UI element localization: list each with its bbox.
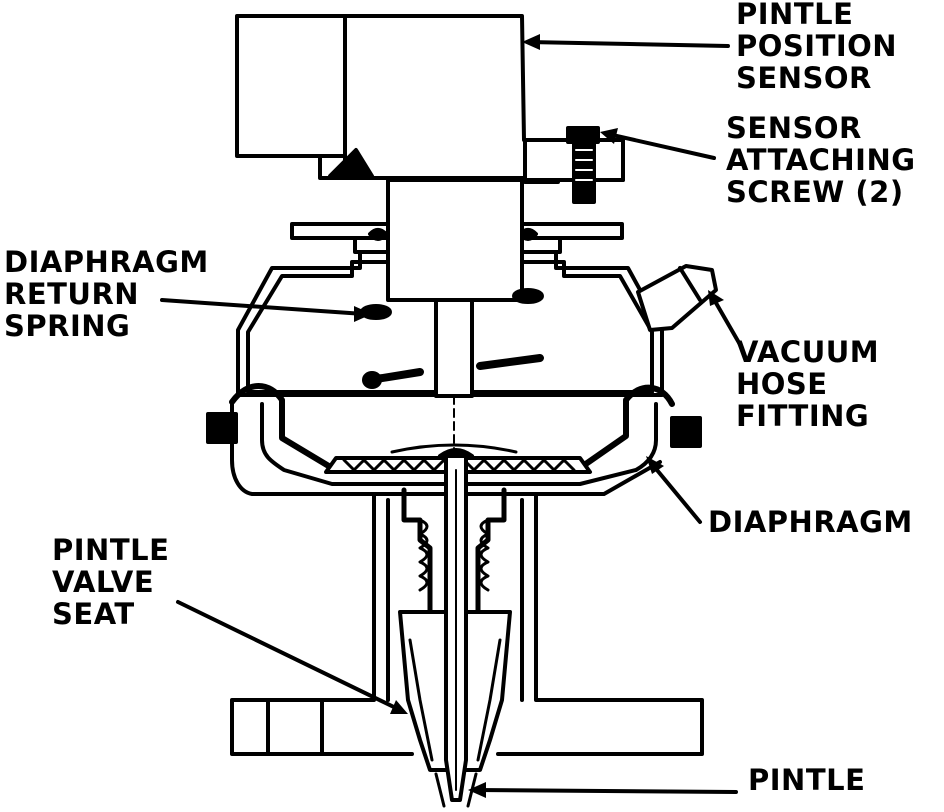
label-diaphragm-return-spring: DIAPHRAGM RETURN SPRING bbox=[4, 246, 209, 342]
label-sensor-attaching-screw: SENSOR ATTACHING SCREW (2) bbox=[726, 112, 916, 208]
label-line: FITTING bbox=[736, 399, 870, 433]
label-line: ATTACHING bbox=[726, 143, 916, 177]
label-line: VALVE bbox=[52, 565, 155, 599]
label-line: SENSOR bbox=[736, 61, 872, 95]
label-line: RETURN bbox=[4, 277, 140, 311]
label-pintle: PINTLE bbox=[748, 764, 865, 796]
label-line: SCREW (2) bbox=[726, 175, 904, 209]
label-line: DIAPHRAGM bbox=[4, 245, 209, 279]
leader-sensor-attaching-screw bbox=[606, 132, 716, 160]
label-line: HOSE bbox=[736, 367, 828, 401]
pintle-shaft bbox=[434, 448, 478, 808]
leader-vacuum-hose-fitting bbox=[710, 294, 744, 350]
label-line: SEAT bbox=[52, 597, 135, 631]
leader-diaphragm bbox=[650, 462, 702, 524]
leader-lines bbox=[160, 34, 744, 798]
sensor-attaching-screw bbox=[566, 126, 600, 204]
label-line: POSITION bbox=[736, 29, 898, 63]
label-line: VACUUM bbox=[736, 335, 880, 369]
pintle-position-sensor bbox=[235, 14, 625, 184]
sensor-plunger bbox=[386, 178, 524, 451]
label-vacuum-hose-fitting: VACUUM HOSE FITTING bbox=[736, 336, 879, 432]
leader-pintle-position-sensor bbox=[526, 40, 730, 48]
label-line: SENSOR bbox=[726, 111, 862, 145]
leader-diaphragm-return-spring bbox=[160, 298, 366, 316]
leader-pintle bbox=[474, 788, 738, 794]
label-line: SPRING bbox=[4, 309, 131, 343]
label-diaphragm: DIAPHRAGM bbox=[708, 506, 913, 538]
lower-body bbox=[230, 487, 704, 756]
leader-pintle-valve-seat bbox=[176, 600, 402, 712]
label-line: PINTLE bbox=[736, 0, 854, 31]
label-pintle-position-sensor: PINTLE POSITION SENSOR bbox=[736, 0, 897, 94]
label-line: DIAPHRAGM bbox=[708, 505, 913, 539]
vacuum-hose-fitting bbox=[636, 264, 718, 332]
label-pintle-valve-seat: PINTLE VALVE SEAT bbox=[52, 534, 169, 630]
label-line: PINTLE bbox=[52, 533, 170, 567]
label-line: PINTLE bbox=[748, 763, 866, 797]
